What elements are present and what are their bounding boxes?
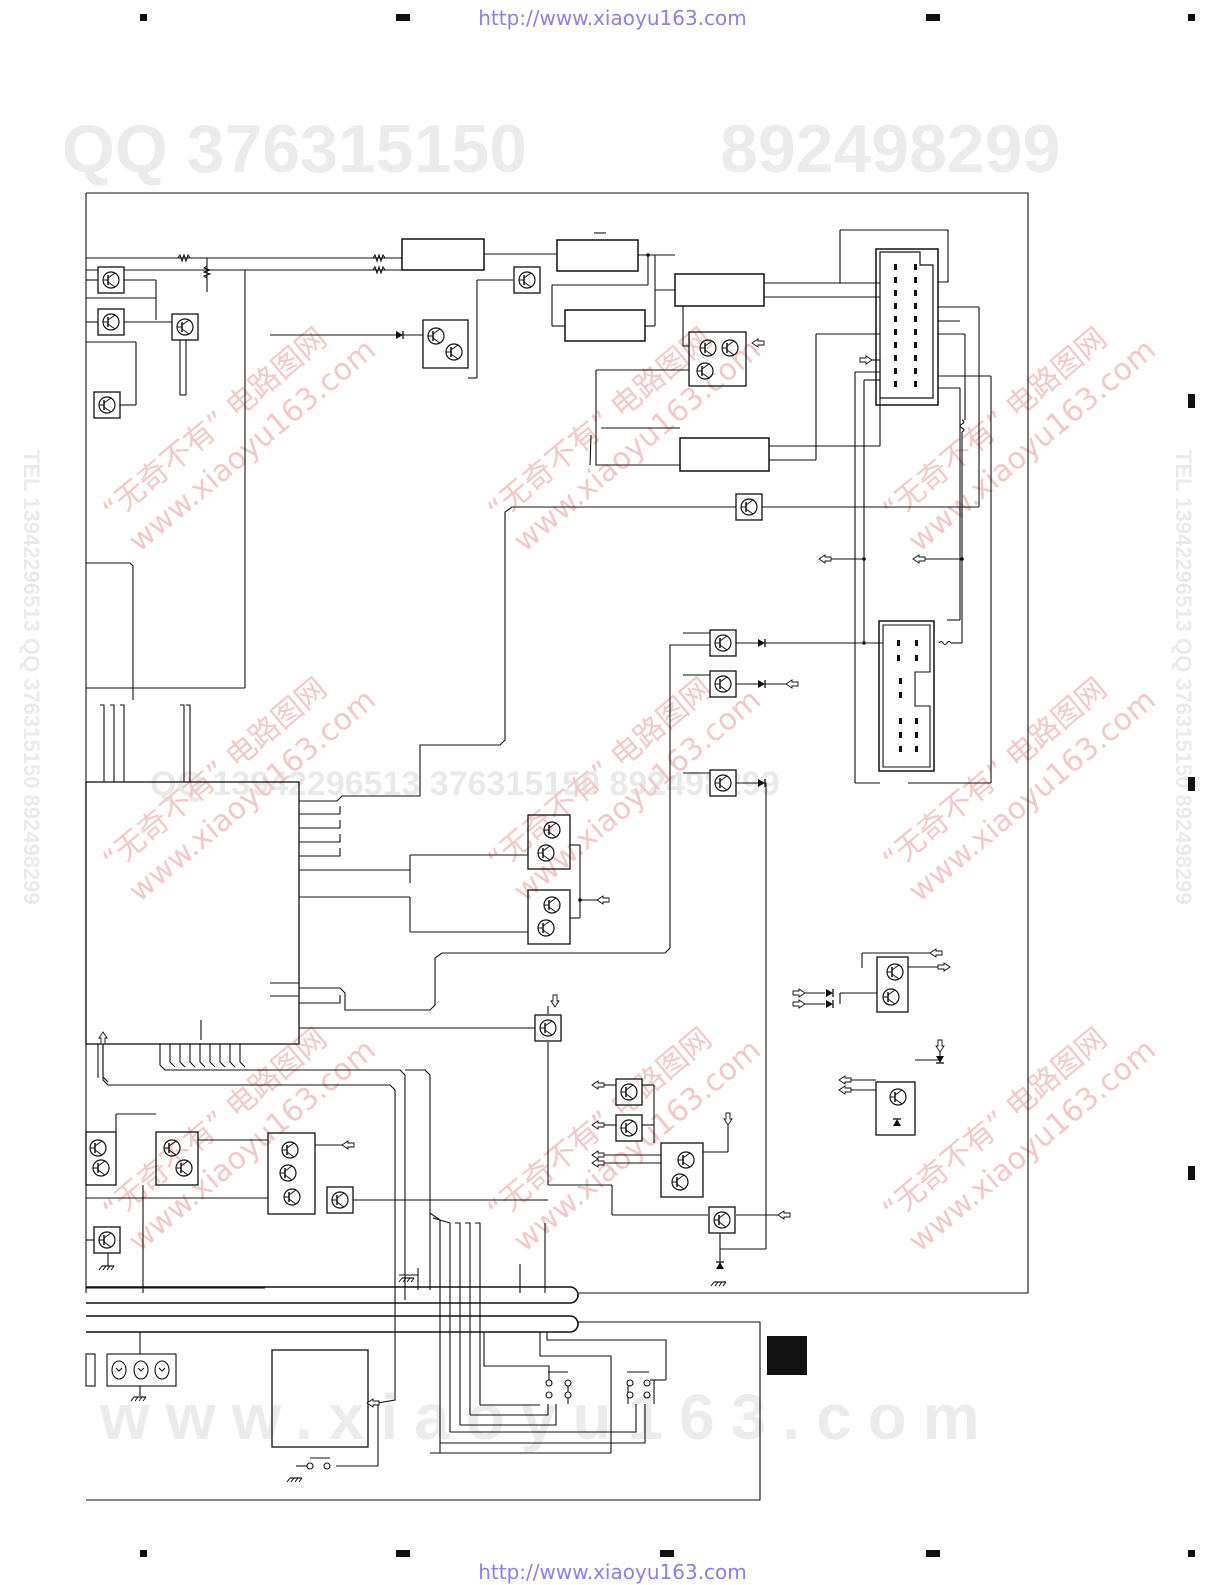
watermark-qq-left: QQ 376315150 (62, 111, 528, 187)
watermark-qq-right: 892498299 (720, 111, 1061, 187)
watermark-mid: QQ 13942296513 376315150 892498299 (150, 765, 780, 803)
transistor-icons (93, 266, 763, 1254)
footer-url[interactable]: http://www.xiaoyu163.com (478, 1560, 747, 1584)
registration-marks (140, 14, 1195, 1557)
section-marker (767, 1336, 807, 1375)
header-url[interactable]: http://www.xiaoyu163.com (478, 6, 747, 30)
watermark-bottom-www: www.xiaoyu163.com (100, 1381, 996, 1453)
